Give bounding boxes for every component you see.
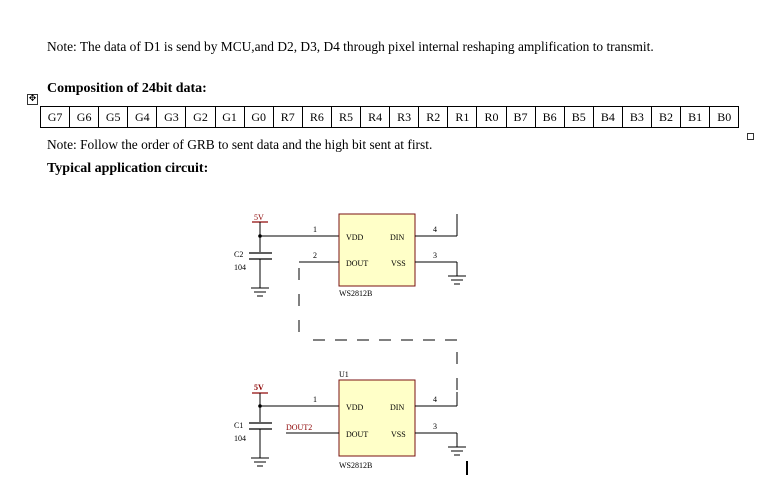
bottom-vss-label: VSS: [391, 430, 406, 439]
note-data-transmission: Note: The data of D1 is send by MCU,and …: [47, 39, 654, 54]
bottom-pin1: 1: [313, 395, 317, 404]
bottom-chip-body: [338, 379, 416, 457]
bit-cell-g3: G3: [156, 106, 187, 128]
top-din-label: DIN: [390, 233, 404, 242]
circuit-heading: Typical application circuit:: [47, 161, 209, 176]
top-dout-label: DOUT: [346, 259, 368, 268]
u1-ref: U1: [339, 370, 349, 379]
top-stage: 5V 1 C2 104 VDD DIN DOUT VSS WS2812B 2 4…: [234, 213, 466, 298]
bit-cell-b0: B0: [709, 106, 740, 128]
top-pin2: 2: [313, 251, 317, 260]
bottom-chip-name: WS2812B: [339, 461, 372, 470]
bit-cell-r3: R3: [389, 106, 420, 128]
bit-cell-b3: B3: [621, 106, 652, 128]
note-grb-order: Note: Follow the order of GRB to sent da…: [47, 137, 433, 152]
bottom-vdd-label: VDD: [346, 403, 364, 412]
top-chip-name: WS2812B: [339, 289, 372, 298]
bit-cell-g4: G4: [127, 106, 158, 128]
top-vdd-label: VDD: [346, 233, 364, 242]
top-vss-label: VSS: [391, 259, 406, 268]
bit-cell-b2: B2: [650, 106, 682, 128]
bit-cell-b7: B7: [505, 106, 536, 128]
bottom-pin3: 3: [433, 422, 437, 431]
table-move-handle-icon[interactable]: ✥: [27, 94, 38, 105]
bit-cell-r0: R0: [476, 106, 507, 128]
bit-cell-r4: R4: [360, 106, 391, 128]
table-resize-handle-icon[interactable]: [747, 133, 754, 140]
bit-cell-r1: R1: [447, 106, 478, 128]
bit-cell-g0: G0: [243, 106, 274, 128]
dout2-net-label: DOUT2: [286, 423, 312, 432]
bottom-dout-label: DOUT: [346, 430, 368, 439]
top-supply-label: 5V: [254, 213, 264, 222]
top-chip-body: [338, 213, 416, 287]
c1-name: C1: [234, 421, 243, 430]
bottom-din-label: DIN: [390, 403, 404, 412]
dashed-connection: [298, 268, 458, 392]
c2-value: 104: [234, 263, 246, 272]
top-pin1: 1: [313, 225, 317, 234]
bottom-pin4: 4: [433, 395, 437, 404]
bit-cell-b5: B5: [563, 106, 594, 128]
top-pin4: 4: [433, 225, 437, 234]
c1-value: 104: [234, 434, 246, 443]
bottom-supply-label: 5V: [254, 383, 264, 392]
composition-heading: Composition of 24bit data:: [47, 81, 207, 96]
c2-name: C2: [234, 250, 243, 259]
bottom-stage: U1 5V 1 C1 104 VDD DIN DOUT VSS WS2812B …: [234, 370, 468, 475]
top-pin3: 3: [433, 251, 437, 260]
bit-cell-b4: B4: [592, 106, 623, 128]
bit-cell-r7: R7: [272, 106, 303, 128]
